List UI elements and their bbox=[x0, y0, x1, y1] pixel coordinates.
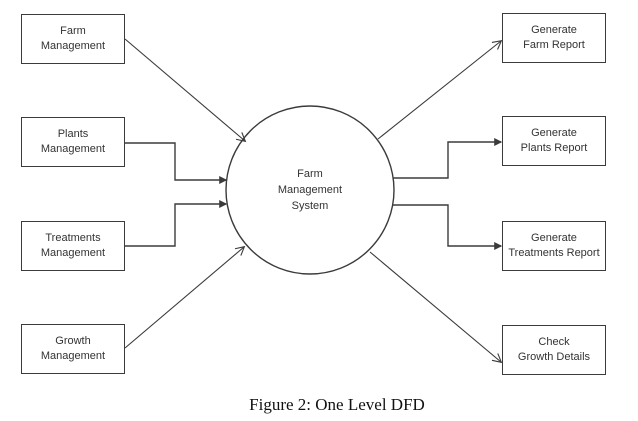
entity-farm-management: Farm Management bbox=[21, 14, 125, 64]
flow-farm-management-to-system bbox=[124, 38, 247, 143]
entity-generate-treatments-report: Generate Treatments Report bbox=[502, 221, 606, 271]
entity-label: Farm Management bbox=[40, 25, 106, 52]
entity-check-growth-details: Check Growth Details bbox=[502, 325, 606, 375]
flow-plants-management-to-system bbox=[125, 142, 228, 184]
entity-label: Check Growth Details bbox=[517, 336, 591, 363]
flow-system-to-check-growth-details bbox=[369, 251, 503, 364]
flow-treatments-management-to-system bbox=[125, 200, 228, 247]
entity-label: Generate Treatments Report bbox=[508, 232, 600, 259]
entity-generate-farm-report: Generate Farm Report bbox=[502, 13, 606, 63]
entity-label: Growth Management bbox=[40, 335, 106, 362]
entity-label: Generate Plants Report bbox=[520, 127, 588, 154]
figure-caption: Figure 2: One Level DFD bbox=[249, 395, 425, 414]
flow-lines-group bbox=[124, 38, 503, 364]
flow-system-to-generate-farm-report bbox=[377, 39, 503, 140]
entity-generate-plants-report: Generate Plants Report bbox=[502, 116, 606, 166]
flow-system-to-generate-treatments-report bbox=[393, 204, 503, 250]
entity-treatments-management: Treatments Management bbox=[21, 221, 125, 271]
entity-label: Generate Farm Report bbox=[523, 24, 585, 51]
process-circle bbox=[225, 105, 395, 275]
flow-system-to-generate-plants-report bbox=[393, 138, 503, 179]
flow-growth-management-to-system bbox=[124, 245, 246, 349]
entity-growth-management: Growth Management bbox=[21, 324, 125, 374]
entity-plants-management: Plants Management bbox=[21, 117, 125, 167]
entity-label: Plants Management bbox=[40, 128, 106, 155]
entity-label: Treatments Management bbox=[40, 232, 106, 259]
